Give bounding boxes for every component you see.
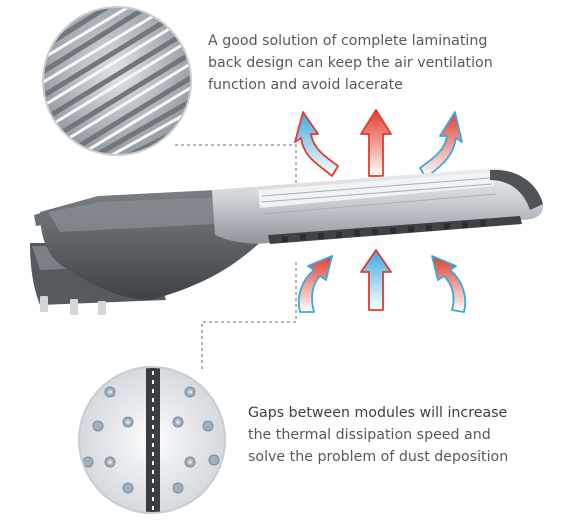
ventilation-callout: A good solution of complete laminating b… [208,30,493,96]
heatsink-fins-closeup [42,6,192,156]
curved-arrow-up-left-icon [294,111,339,177]
callout-line: Gaps between modules will increase [248,405,508,421]
curved-arrow-up-right-icon [297,255,333,313]
callout-line: function and avoid lacerate [208,77,403,93]
leader-line-top [175,144,297,188]
callout-line: solve the problem of dust deposition [248,449,509,465]
module-gaps-callout: Gaps between modules will increase the t… [248,402,508,468]
curved-arrow-up-left-icon [431,255,467,313]
straight-arrow-up-icon [360,249,392,311]
street-light-housing [30,168,544,315]
callout-line: A good solution of complete laminating [208,33,488,49]
curved-arrow-up-right-icon [419,111,463,179]
leader-line-bottom [201,262,297,372]
straight-arrow-up-icon [360,109,392,177]
callout-line: the thermal dissipation speed and [248,427,491,443]
callout-line: back design can keep the air ventilation [208,55,493,71]
led-modules-closeup [78,366,226,514]
